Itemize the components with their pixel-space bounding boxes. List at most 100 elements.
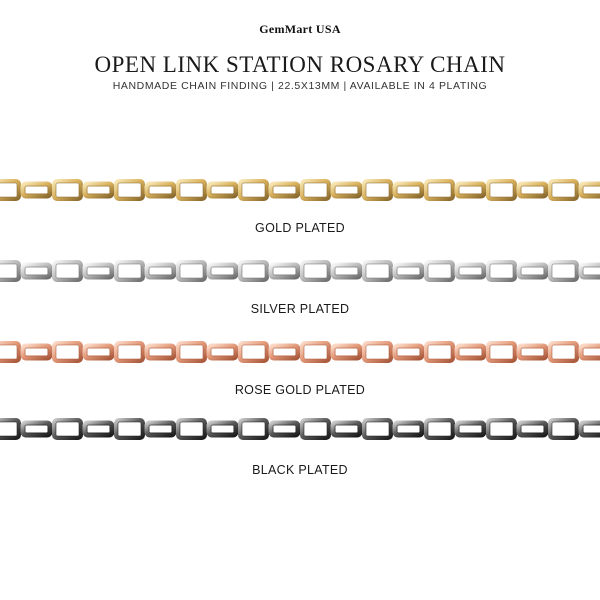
chain-link [300, 418, 331, 440]
chain-link [486, 341, 517, 363]
chain-link [144, 420, 177, 438]
chain-link [0, 179, 21, 201]
chain-link [82, 343, 115, 361]
chain-link [206, 343, 239, 361]
chain-link [392, 343, 425, 361]
chain-link-edge [365, 182, 390, 198]
chain-link [548, 179, 579, 201]
chain-link-edge [86, 424, 111, 434]
chain-link [300, 341, 331, 363]
chain-link [424, 260, 455, 282]
chain-link-edge [210, 266, 235, 276]
chain-link-edge [427, 344, 452, 360]
chain-link [486, 179, 517, 201]
chain-link [454, 262, 487, 280]
chain-link-edge [117, 182, 142, 198]
plating-label-rose-gold: ROSE GOLD PLATED [234, 383, 366, 397]
chain-link [548, 341, 579, 363]
chain-link [392, 181, 425, 199]
chain-link [516, 181, 549, 199]
chain-link [0, 341, 21, 363]
chain-link [176, 418, 207, 440]
chain-link [516, 420, 549, 438]
chain-link [20, 262, 53, 280]
chain-link-edge [551, 182, 576, 198]
chain-link [82, 420, 115, 438]
chain-link-edge [396, 266, 421, 276]
chain-link-edge [334, 266, 359, 276]
chain-link-edge [303, 263, 328, 279]
chain-link-edge [24, 424, 49, 434]
chain-link-edge [365, 344, 390, 360]
chain-link-edge [582, 424, 600, 434]
chain-rose-gold [0, 341, 600, 363]
chain-link [114, 260, 145, 282]
chain-link-edge [427, 263, 452, 279]
chain-link-edge [551, 263, 576, 279]
chain-link-edge [0, 182, 18, 198]
plating-label-gold: GOLD PLATED [255, 221, 345, 235]
chain-link-edge [55, 344, 80, 360]
chain-link-edge [179, 421, 204, 437]
chain-link [548, 260, 579, 282]
chain-link [578, 181, 600, 199]
chain-link-edge [55, 421, 80, 437]
chain-link [176, 179, 207, 201]
plating-label-silver: SILVER PLATED [250, 302, 350, 316]
chain-link [268, 420, 301, 438]
chain-link-edge [148, 266, 173, 276]
chain-link-edge [582, 347, 600, 357]
chain-link [52, 179, 83, 201]
chain-link-edge [86, 347, 111, 357]
chain-link [424, 179, 455, 201]
chain-link [144, 343, 177, 361]
chain-link [0, 260, 21, 282]
chain-link [52, 418, 83, 440]
chain-link [300, 179, 331, 201]
chain-link-edge [179, 263, 204, 279]
chain-link [206, 420, 239, 438]
chain-link-edge [148, 185, 173, 195]
chain-link-edge [582, 266, 600, 276]
chain-link-edge [272, 424, 297, 434]
chain-link-edge [0, 344, 18, 360]
chain-link [578, 262, 600, 280]
chain-link-edge [458, 424, 483, 434]
chain-link [20, 181, 53, 199]
chain-link [330, 262, 363, 280]
chain-link-edge [241, 421, 266, 437]
chain-link [52, 341, 83, 363]
chain-link-edge [365, 263, 390, 279]
chain-link [20, 343, 53, 361]
chain-link [362, 179, 393, 201]
chain-link-edge [179, 182, 204, 198]
brand-logo: GemMart USA [259, 22, 341, 36]
chain-link-edge [24, 185, 49, 195]
chain-link [144, 181, 177, 199]
chain-link-edge [334, 185, 359, 195]
chain-gold [0, 179, 600, 201]
chain-link-edge [489, 344, 514, 360]
chain-link-edge [24, 347, 49, 357]
chain-link-edge [241, 182, 266, 198]
chain-link-edge [520, 424, 545, 434]
chain-link [300, 260, 331, 282]
chain-link-edge [396, 424, 421, 434]
chain-link [424, 341, 455, 363]
chain-link-edge [55, 263, 80, 279]
chain-link-edge [0, 421, 18, 437]
page-title: OPEN LINK STATION ROSARY CHAIN [94, 52, 506, 77]
chain-link [176, 260, 207, 282]
chain-link [144, 262, 177, 280]
chain-link-edge [117, 421, 142, 437]
chain-link-edge [520, 347, 545, 357]
chain-link-edge [582, 185, 600, 195]
chain-link [20, 420, 53, 438]
chain-link-edge [334, 347, 359, 357]
chain-link-edge [0, 263, 18, 279]
chain-link [424, 418, 455, 440]
chain-link-edge [210, 424, 235, 434]
chain-link [238, 260, 269, 282]
chain-link [516, 262, 549, 280]
chain-link-edge [489, 421, 514, 437]
